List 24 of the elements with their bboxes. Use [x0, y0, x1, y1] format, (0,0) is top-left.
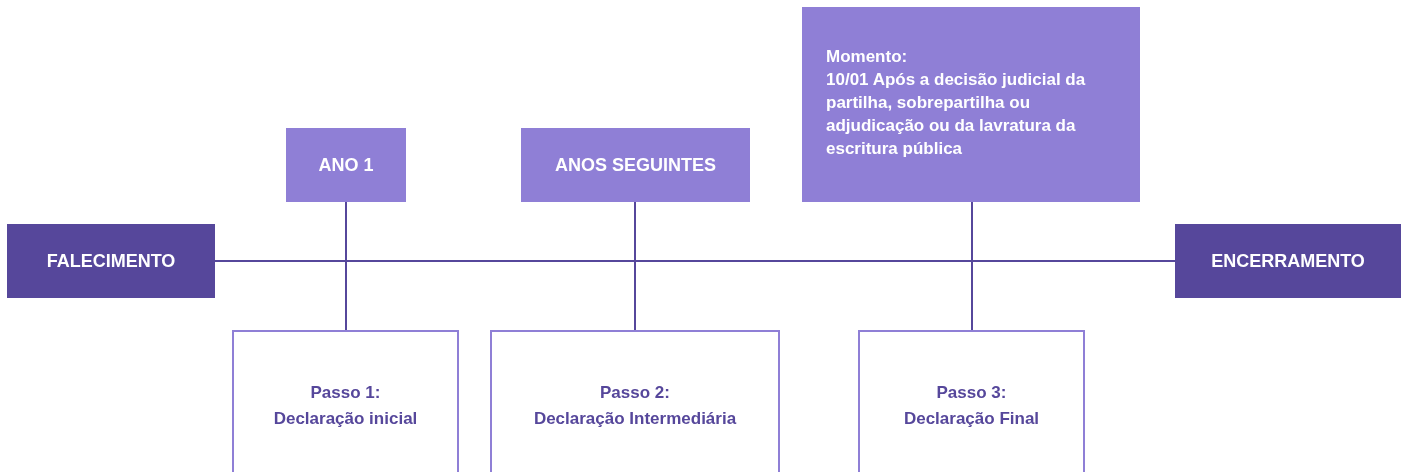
event-box	[7, 224, 215, 298]
label-text: 10/01 Após a decisão judicial da partilha, sobrepartilha ou adjudicação ou da lavratura da escritura pública	[826, 69, 1087, 160]
label-text: Declaração Intermediária	[533, 408, 737, 430]
period-box	[521, 128, 750, 202]
heading-text: Momento:	[826, 46, 908, 68]
period-box	[286, 128, 406, 202]
heading-text: Passo 1:	[310, 382, 381, 404]
step-box	[232, 330, 459, 472]
connector-line	[214, 260, 1176, 262]
label-text: ENCERRAMENTO	[1211, 250, 1365, 272]
step-box	[490, 330, 780, 472]
step-box	[858, 330, 1085, 472]
heading-text: Passo 2:	[600, 382, 670, 404]
label-text: Declaração inicial	[273, 408, 418, 430]
connector-line	[634, 201, 636, 331]
heading-text: Passo 3:	[936, 382, 1007, 404]
event-box	[1175, 224, 1401, 298]
label-text: ANO 1	[318, 154, 374, 176]
note-box	[802, 7, 1140, 202]
connector-line	[971, 201, 973, 331]
label-text: FALECIMENTO	[46, 250, 176, 272]
connector-line	[345, 201, 347, 331]
label-text: ANOS SEGUINTES	[555, 154, 716, 176]
label-text: Declaração Final	[903, 408, 1040, 430]
